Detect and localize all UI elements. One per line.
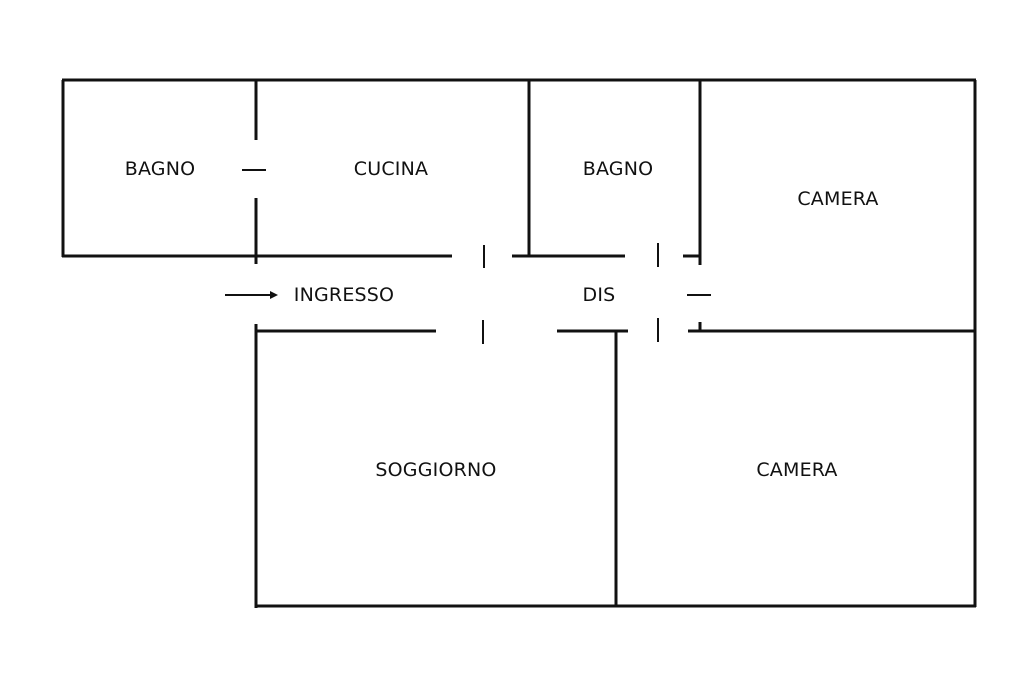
room-label-cucina: CUCINA (354, 158, 428, 180)
arrow-right-icon (225, 291, 278, 299)
room-label-ingresso: INGRESSO (294, 284, 394, 306)
door-marks (242, 169, 711, 344)
walls (61, 78, 977, 608)
room-label-camera-bottom: CAMERA (756, 459, 837, 481)
room-label-bagno-left: BAGNO (125, 158, 196, 180)
room-label-camera-top: CAMERA (797, 188, 878, 210)
room-label-bagno-right: BAGNO (583, 158, 654, 180)
room-label-dis: DIS (583, 284, 616, 306)
room-label-soggiorno: SOGGIORNO (375, 459, 496, 481)
